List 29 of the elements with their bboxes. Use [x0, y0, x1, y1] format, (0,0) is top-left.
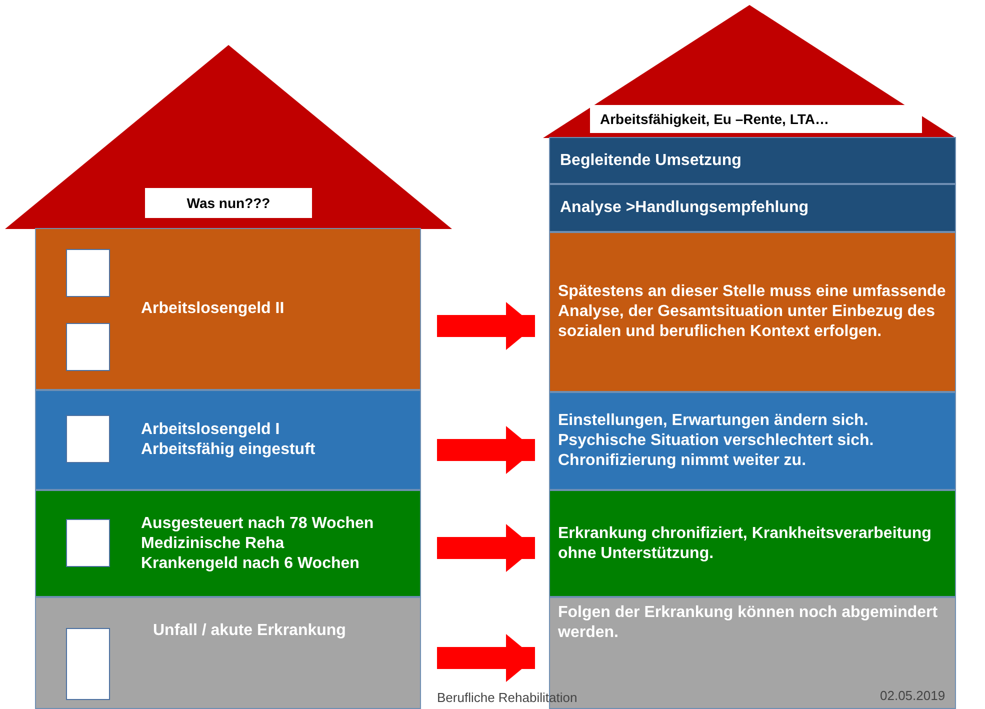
block-arrow	[437, 302, 535, 350]
roof-label: Arbeitsfähigkeit, Eu –Rente, LTA…	[590, 105, 922, 133]
floor-text: Krankengeld nach 6 Wochen	[141, 554, 360, 574]
floor-text: Erkrankung chronifiziert, Krankheitsverarbeitung ohne Unterstützung.	[558, 524, 932, 564]
floor-band	[549, 490, 956, 597]
floor-text: Arbeitslosengeld II	[141, 299, 286, 319]
floor-band	[549, 137, 956, 184]
floor-band	[35, 228, 421, 390]
footer-text: 02.05.2019	[880, 688, 946, 703]
floor-text: Unfall / akute Erkrankung	[153, 621, 347, 641]
floor-text: Arbeitslosengeld I	[141, 420, 281, 440]
block-arrow	[437, 426, 535, 474]
floor-text: Ausgesteuert nach 78 Wochen	[141, 514, 375, 534]
floor-text: Einstellungen, Erwartungen ändern sich. Psychische Situation verschlechtert sich. Chronifizierung nimmt weiter zu.	[558, 411, 875, 471]
block-arrow	[437, 524, 535, 572]
floor-band	[35, 390, 421, 490]
roof-label: Was nun???	[145, 188, 312, 218]
floor-text: Spätestens an dieser Stelle muss eine umfassende Analyse, der Gesamtsituation unter Einbezug des sozialen und beruflichen Kontext erfolgen.	[558, 282, 947, 342]
floor-text: Analyse >Handlungsempfehlung	[560, 198, 810, 218]
block-arrow	[437, 634, 535, 682]
floor-text: Medizinische Reha	[141, 534, 286, 554]
floor-text: Arbeitsfähig eingestuft	[141, 440, 316, 460]
floor-band	[549, 184, 956, 232]
floor-band	[549, 232, 956, 392]
floor-text: Begleitende Umsetzung	[560, 150, 742, 170]
floor-text: Folgen der Erkrankung können noch abgemindert werden.	[558, 603, 939, 643]
floor-band	[549, 392, 956, 490]
floor-band	[35, 597, 421, 709]
floor-band	[35, 490, 421, 597]
